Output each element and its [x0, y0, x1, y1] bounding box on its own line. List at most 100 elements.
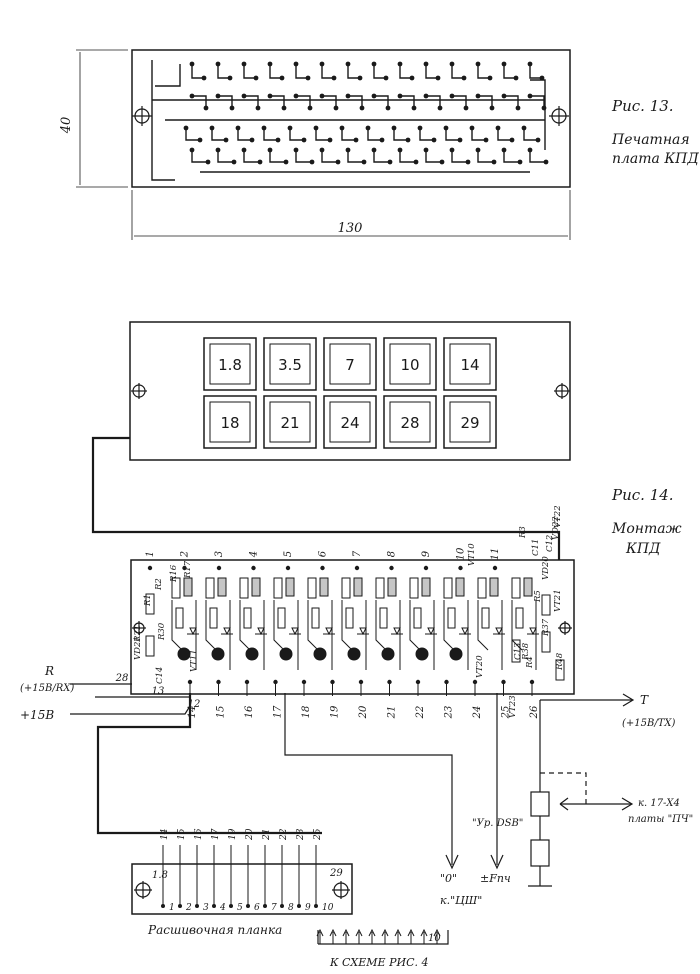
strip-bottom-label: 1 [169, 903, 175, 913]
strip-bottom-label: 6 [254, 903, 260, 913]
strip-pin-dot [280, 904, 284, 908]
pad [201, 75, 207, 81]
resistor [379, 607, 388, 629]
key-outer [443, 395, 497, 449]
bus-arrow [368, 928, 376, 944]
pad [449, 61, 455, 67]
strip-bottom-label: 4 [219, 903, 226, 913]
trace [185, 64, 208, 163]
height-dim-label: 40 [59, 117, 74, 135]
board-components [145, 577, 565, 681]
label-ur: "Ур. DSВ" [472, 818, 523, 829]
capacitor [421, 577, 431, 597]
pin-dot [458, 565, 463, 571]
pad [379, 137, 385, 143]
label-t-sub: (+15В/TX) [622, 718, 676, 729]
pad [359, 105, 365, 111]
component-designator: VT11 [189, 649, 199, 672]
pad [385, 105, 391, 111]
transistor [347, 647, 361, 661]
label-kcsh: к."ЦШ" [440, 894, 482, 907]
pcb-figure [76, 49, 571, 240]
key-inner [269, 343, 311, 385]
trace [367, 64, 390, 163]
diode [527, 627, 539, 636]
transistor [415, 647, 429, 661]
pcb-traces [151, 60, 546, 181]
capacitor [285, 577, 295, 597]
resistor [175, 607, 184, 629]
pad [309, 159, 315, 165]
component-designator: R17 [183, 560, 193, 579]
width-dim-label: 130 [338, 221, 363, 236]
expansion-strip [131, 863, 353, 915]
pin-dot [320, 565, 325, 571]
level-resistor [530, 839, 550, 867]
strip-top-label: 17 [211, 828, 221, 840]
resistor [447, 607, 456, 629]
key-outer [263, 395, 317, 449]
pad [541, 105, 547, 111]
resistor [409, 577, 419, 599]
key-outer [443, 337, 497, 391]
trace [419, 64, 442, 163]
resistor [477, 577, 487, 599]
key-inner [449, 343, 491, 385]
strip-pin-dot [178, 904, 182, 908]
key-outer [203, 337, 257, 391]
component-designator: R16 [169, 564, 179, 583]
component-designator: C11 [531, 539, 541, 556]
resistor [511, 577, 521, 599]
pin-dot [285, 565, 291, 571]
pad [319, 147, 325, 153]
pad [515, 105, 521, 111]
wire [239, 600, 265, 670]
pin-dot [387, 679, 392, 685]
fig14-number: Рис. 14. [611, 486, 674, 504]
pad [397, 61, 403, 67]
pin-dot [472, 679, 478, 685]
capacitor [319, 577, 329, 597]
mount-board [130, 559, 575, 695]
component-designator: R2 [154, 578, 164, 591]
strip-pin-dot [161, 904, 165, 908]
trace [289, 64, 312, 163]
pad [457, 137, 463, 143]
component-designator: VT20 [475, 655, 485, 678]
strip-bottom-label: 7 [271, 903, 277, 913]
diode [357, 627, 369, 636]
component-designator: R48 [555, 652, 565, 671]
key-label: 10 [400, 356, 419, 374]
pad [357, 75, 363, 81]
resistor [443, 577, 453, 599]
pad [209, 125, 215, 131]
strip-pin-dot [212, 904, 216, 908]
wire [443, 600, 469, 670]
diode [255, 627, 267, 636]
wire [375, 600, 401, 670]
pad [443, 125, 449, 131]
pin-dot [415, 679, 421, 685]
label-kschem: К СХЕМЕ РИС. 4 [329, 956, 428, 969]
strip-corner-left: 1.8 [152, 870, 168, 881]
bottom-pin-label: 23 [444, 706, 455, 720]
bottom-pin-label: 15 [216, 706, 227, 719]
trace [497, 64, 520, 163]
top-pin-label: 3 [214, 551, 225, 557]
resistor [541, 594, 551, 616]
pad [391, 125, 397, 131]
pad [387, 159, 393, 165]
resistor [239, 577, 249, 599]
resistor [243, 607, 252, 629]
pad [353, 137, 359, 143]
strip-pin-dot [229, 904, 233, 908]
component-designator: VT10 [467, 543, 477, 566]
bottom-pin-label: 25 [501, 706, 512, 720]
pad [543, 159, 549, 165]
component-designator: R30 [157, 622, 167, 641]
pad [535, 137, 541, 143]
pad [235, 125, 241, 131]
pad [449, 93, 455, 99]
resistor [375, 577, 385, 599]
